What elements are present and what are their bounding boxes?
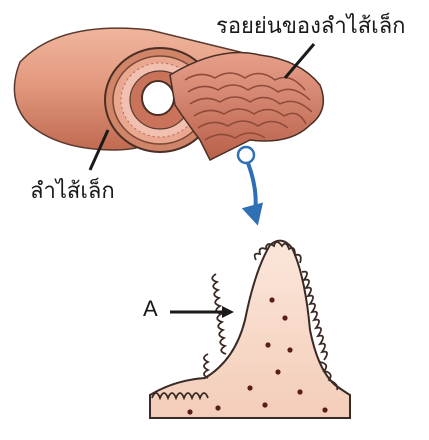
a-pointer-arrowhead-icon — [222, 306, 234, 318]
zoom-arrowhead-icon — [242, 202, 269, 228]
villus — [150, 241, 350, 418]
zoom-circle-icon — [238, 147, 254, 163]
small-intestine-label: ลำไส้เล็ก — [30, 173, 115, 208]
zoom-arrow-icon — [248, 163, 256, 212]
folds-label: รอยย่นของลำไส้เล็ก — [216, 8, 406, 43]
villus-marker-label: A — [143, 296, 158, 322]
fold-section — [170, 53, 323, 161]
